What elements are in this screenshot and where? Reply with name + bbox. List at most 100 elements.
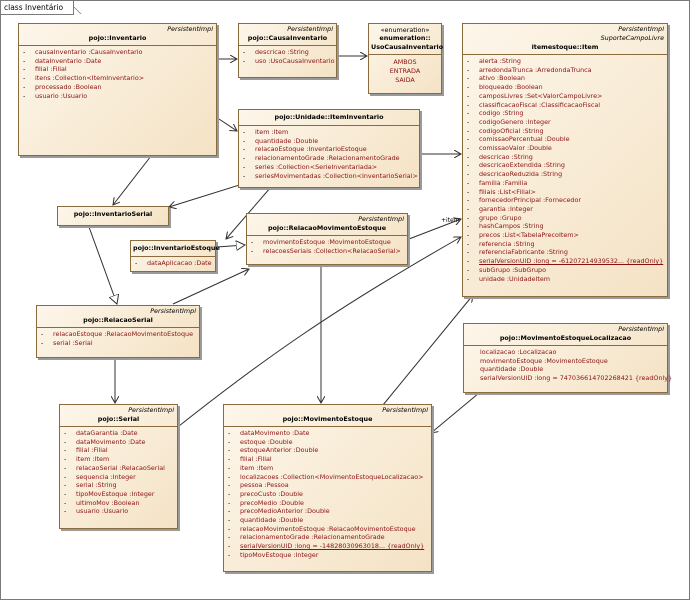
attribute-list: dataMovimento :Dateestoque :Doubleestoqu… <box>224 427 431 562</box>
class-attribute: filial :Filial <box>22 65 213 74</box>
class-attribute: movimentoEstoque :MovimentoEstoque <box>250 238 404 247</box>
edge-movloc-movimento <box>431 392 480 433</box>
edge-invserial-relacaoserial <box>88 226 117 304</box>
edge-relacaomov-item <box>408 219 461 240</box>
class-inventario-estoque[interactable]: pojo::InventarioEstoque dataAplicacao :D… <box>130 240 220 272</box>
class-name: pojo::InventarioSerial <box>73 210 153 218</box>
attribute-list: movimentoEstoque :MovimentoEstoquerelaco… <box>247 236 407 257</box>
class-attribute: descricao :String <box>466 153 664 162</box>
edge-inventario-invserial <box>113 155 152 205</box>
class-stereotype: PersistentImpl <box>618 325 664 333</box>
class-attribute: filial :Filial <box>63 446 174 455</box>
class-attribute: bloqueado :Boolean <box>466 83 664 92</box>
class-attribute: item :Item <box>242 128 416 137</box>
class-causa-inventario[interactable]: PersistentImpl pojo::CausaInventario des… <box>238 23 337 78</box>
class-movimento-estoque[interactable]: PersistentImpl pojo::MovimentoEstoque da… <box>223 404 432 572</box>
class-relacao-serial[interactable]: PersistentImpl pojo::RelacaoSerial relac… <box>36 305 200 358</box>
class-attribute: relacoesSeriais :Collection<RelacaoSeria… <box>250 247 404 256</box>
class-attribute: serial :Serial <box>40 339 196 348</box>
class-attribute: dataAplicacao :Date <box>134 259 212 268</box>
class-name-line2: UsoCausaInventario <box>371 43 444 51</box>
separator <box>224 426 431 427</box>
attribute-list: alerta :StringarredondaTrunca :Arredonda… <box>463 55 667 285</box>
class-attribute: serialVersionUID :long = -61207214939532… <box>466 257 664 266</box>
separator <box>464 345 667 346</box>
class-name: itemestoque::Item <box>531 43 599 51</box>
class-stereotype-2: SuporteCampoLivre <box>600 34 664 42</box>
class-attribute: quantidade :Double <box>242 137 416 146</box>
class-attribute: filial :Filial <box>227 455 428 464</box>
class-name: pojo::Unidade::ItemInventario <box>274 113 384 121</box>
separator <box>19 45 216 46</box>
class-attribute: camposLivres :Set<ValorCampoLivre> <box>466 92 664 101</box>
class-name: pojo::MovimentoEstoque <box>282 415 373 423</box>
class-attribute: relacionamentoGrade :RelacionamentoGrade <box>242 154 416 163</box>
class-attribute: garantia :Integer <box>466 205 664 214</box>
class-attribute: precoCusto :Double <box>227 490 428 499</box>
edge-serial-item <box>178 237 461 427</box>
separator <box>60 426 177 427</box>
class-attribute: relacionamentoGrade :RelacionamentoGrade <box>227 533 428 542</box>
class-attribute: relacaoEstoque :InventarioEstoque <box>242 145 416 154</box>
class-attribute: item :Item <box>63 455 174 464</box>
class-inventario-serial[interactable]: pojo::InventarioSerial <box>57 206 169 226</box>
class-stereotype: PersistentImpl <box>358 215 404 223</box>
class-stereotype: PersistentImpl <box>167 25 213 33</box>
class-attribute: codigo :String <box>466 109 664 118</box>
class-stereotype: «enumeration» <box>380 26 430 34</box>
class-stereotype: PersistentImpl <box>150 307 196 315</box>
edge-investoque-relacaomov <box>216 245 245 247</box>
separator <box>463 54 667 55</box>
class-name: pojo::RelacaoSerial <box>83 316 153 324</box>
attribute-list: dataAplicacao :Date <box>131 257 215 270</box>
class-attribute: hashCampos :String <box>466 222 664 231</box>
class-attribute: tipoMovEstoque :Integer <box>63 490 174 499</box>
class-attribute: codigoOficial :String <box>466 127 664 136</box>
class-attribute: processado :Boolean <box>22 83 213 92</box>
class-name: pojo::RelacaoMovimentoEstoque <box>267 224 387 232</box>
class-attribute: alerta :String <box>466 57 664 66</box>
class-stereotype: PersistentImpl <box>128 406 174 414</box>
class-attribute: serialVersionUID :long = -14828030963018… <box>227 542 428 551</box>
class-attribute: ultimoMov :Boolean <box>63 499 174 508</box>
class-inventario[interactable]: PersistentImpl pojo::Inventario causaInv… <box>18 23 217 156</box>
class-attribute: comissaoPercentual :Double <box>466 135 664 144</box>
class-movimento-estoque-localizacao[interactable]: PersistentImpl pojo::MovimentoEstoqueLoc… <box>463 323 672 393</box>
class-attribute: estoqueAnterior :Double <box>227 446 428 455</box>
class-attribute: filiais :List<Filial> <box>466 188 664 197</box>
separator <box>239 125 419 126</box>
class-attribute: precoMedioAnterior :Double <box>227 507 428 516</box>
class-attribute: sequencia :Integer <box>63 473 174 482</box>
class-attribute: relacaoSerial :RelacaoSerial <box>63 464 174 473</box>
class-attribute: dataMovimento :Date <box>227 429 428 438</box>
enum-literal: AMBOS <box>393 58 417 66</box>
class-item-estoque[interactable]: PersistentImpl SuporteCampoLivre itemest… <box>462 23 668 297</box>
class-attribute: series :Collection<SerieInventariada> <box>242 163 416 172</box>
class-name: pojo::CausaInventario <box>247 34 328 42</box>
class-attribute: dataGarantia :Date <box>63 429 174 438</box>
class-attribute: fornecedorPrincipal :Fornecedor <box>466 196 664 205</box>
class-attribute: movimentoEstoque :MovimentoEstoque <box>480 356 608 365</box>
class-serial[interactable]: PersistentImpl pojo::Serial dataGarantia… <box>59 404 178 529</box>
separator <box>369 54 441 55</box>
class-attribute: ativo :Boolean <box>466 74 664 83</box>
class-name: pojo::InventarioEstoque <box>133 244 220 252</box>
enum-uso-causa-inventario[interactable]: «enumeration» enumeration:: UsoCausaInve… <box>368 23 444 94</box>
class-attribute: relacaoMovimentoEstoque :RelacaoMoviment… <box>227 525 428 534</box>
attribute-list: item :Itemquantidade :DoublerelacaoEstoq… <box>239 126 419 182</box>
class-stereotype: PersistentImpl <box>382 406 428 414</box>
class-attribute: causaInventario :CausaInventario <box>22 48 213 57</box>
class-attribute: tipoMovEstoque :Integer <box>227 551 428 560</box>
class-attribute: unidade :UnidadeItem <box>466 275 664 284</box>
class-attribute: usuario :Usuario <box>63 507 174 516</box>
class-attribute: descricaoExtendida :String <box>466 161 664 170</box>
class-relacao-movimento-estoque[interactable]: PersistentImpl pojo::RelacaoMovimentoEst… <box>246 213 408 265</box>
class-item-inventario[interactable]: pojo::Unidade::ItemInventario item :Item… <box>238 109 420 188</box>
attribute-list: descricao :Stringuso :UsoCausaInventario <box>239 46 336 67</box>
class-stereotype: PersistentImpl <box>618 25 664 33</box>
class-name: enumeration:: <box>379 34 431 42</box>
class-attribute: serial :String <box>63 481 174 490</box>
class-attribute: codigoGenero :Integer <box>466 118 664 127</box>
